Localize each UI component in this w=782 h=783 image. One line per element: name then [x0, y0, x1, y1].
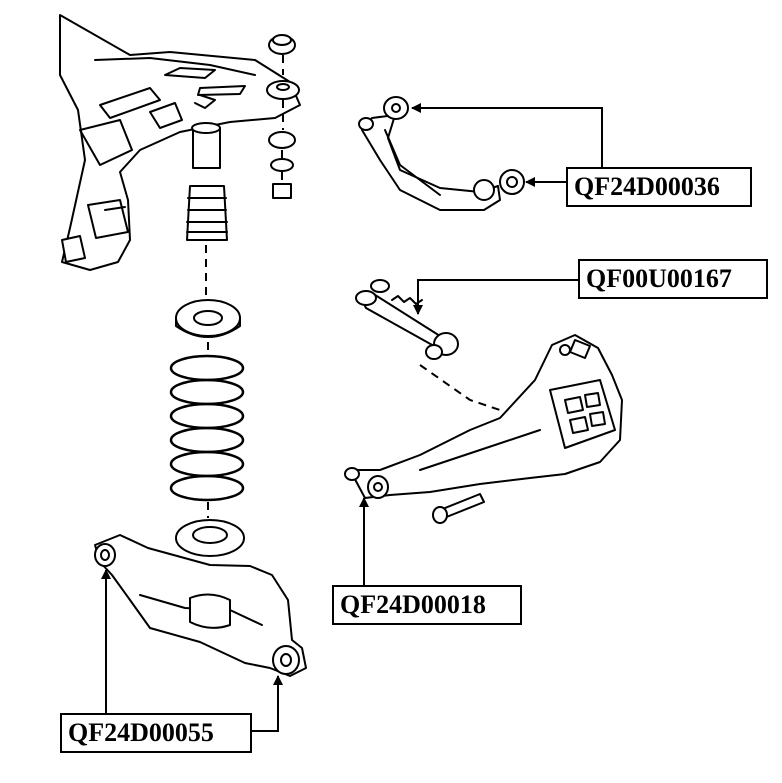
leader-qf00u00167 — [413, 279, 578, 315]
trailing-arm — [344, 334, 623, 499]
spring-seat — [175, 299, 241, 338]
leader-qf24d00036-upper — [411, 103, 603, 168]
shock-piston — [191, 122, 221, 169]
dust-boot — [186, 185, 228, 241]
part-label-qf24d00018[interactable]: QF24D00018 — [332, 585, 522, 625]
lower-spring-seat — [175, 519, 245, 557]
bolt — [432, 493, 485, 524]
coil-spring — [169, 354, 245, 502]
assembly-dashed-lines — [205, 55, 501, 518]
toe-link — [355, 279, 459, 360]
leader-qf24d00055-right — [252, 675, 283, 732]
part-label-qf24d00036[interactable]: QF24D00036 — [566, 167, 752, 207]
part-label-qf24d00055[interactable]: QF24D00055 — [60, 713, 252, 753]
lower-control-arm — [94, 534, 307, 677]
mount-hardware — [266, 34, 300, 199]
part-label-qf00u00167[interactable]: QF00U00167 — [578, 259, 768, 299]
rear-subframe — [59, 14, 301, 271]
leader-qf24d00055-left — [60, 569, 111, 732]
upper-control-arm — [358, 96, 525, 211]
